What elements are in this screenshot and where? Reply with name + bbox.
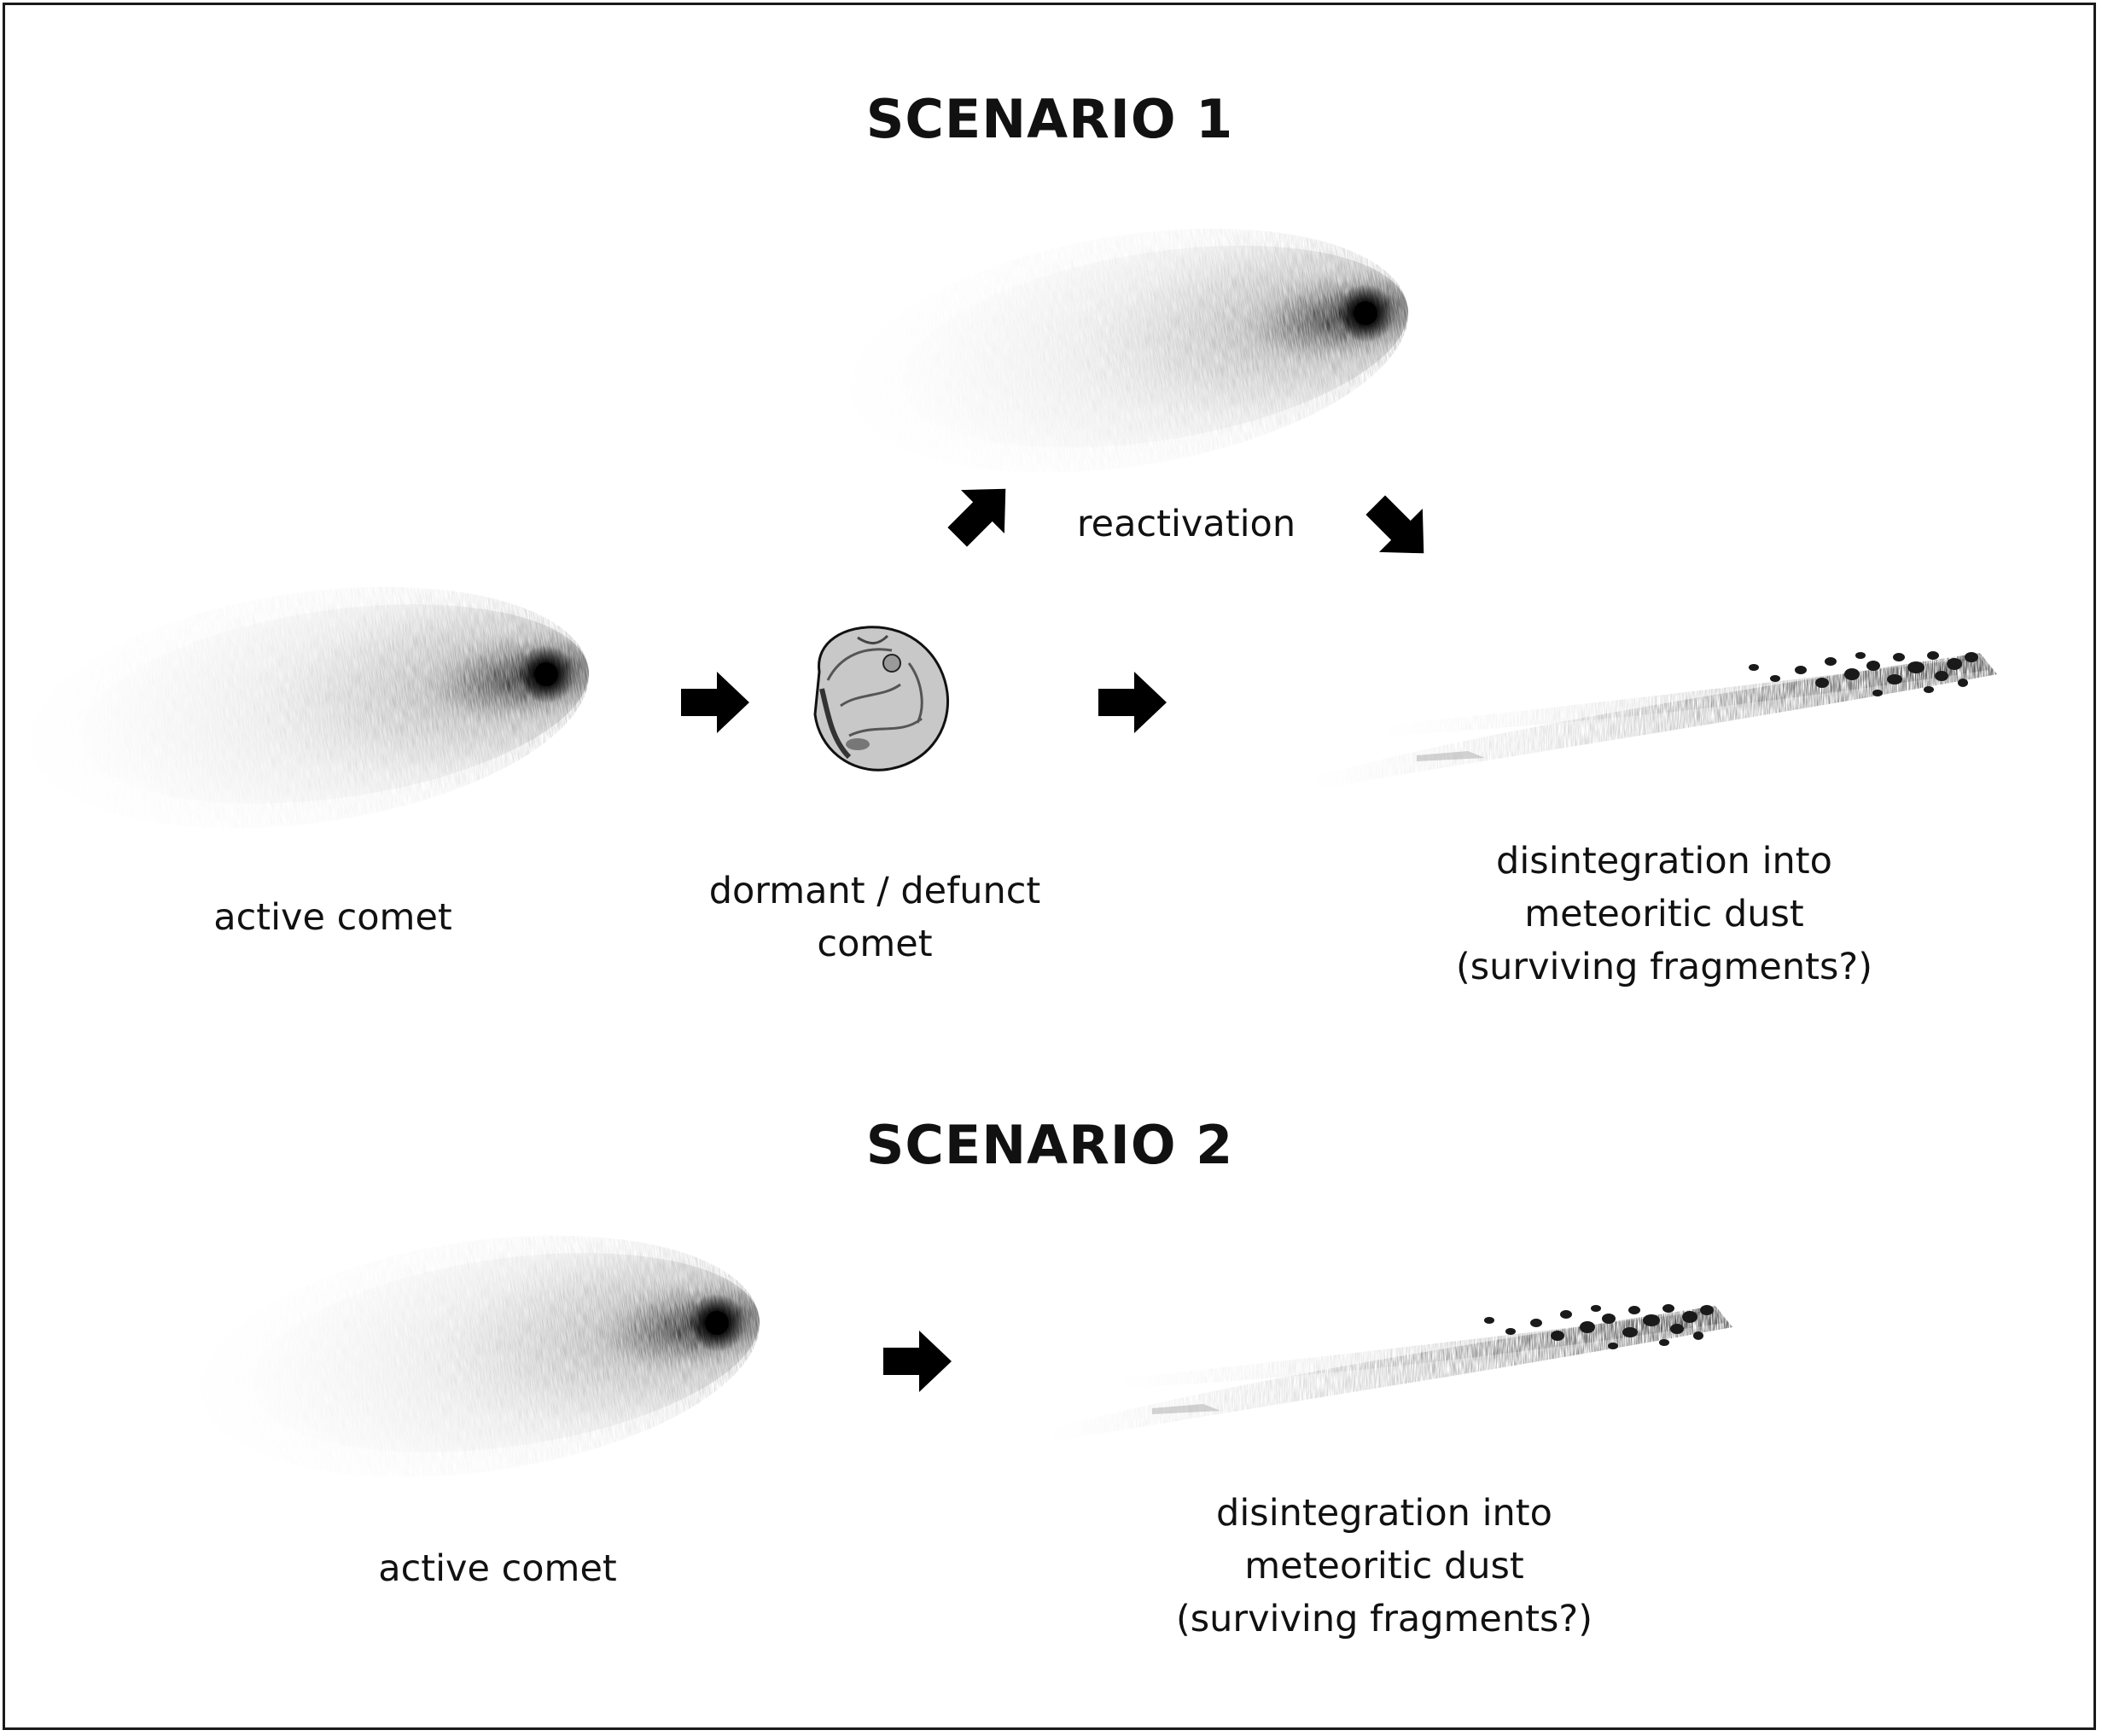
dormant-label-line-1: dormant / defunct bbox=[708, 870, 1041, 912]
disintegration-label-2-line-3: (surviving fragments?) bbox=[1175, 1598, 1593, 1640]
disintegration-label-line-2: meteoritic dust bbox=[1524, 893, 1804, 935]
dormant-label-line-2: comet bbox=[817, 923, 933, 965]
arrow-right-icon bbox=[1098, 672, 1167, 733]
dormant-comet-label: dormant / defunct comet bbox=[657, 865, 1092, 970]
meteoritic-dust-icon bbox=[1050, 1304, 1732, 1442]
active-comet-icon bbox=[15, 554, 604, 860]
disintegration-label-line-1: disintegration into bbox=[1496, 840, 1832, 883]
disintegration-label-2-line-2: meteoritic dust bbox=[1244, 1545, 1524, 1587]
disintegration-label: disintegration into meteoritic dust (sur… bbox=[1383, 835, 1946, 993]
disintegration-label-line-3: (surviving fragments?) bbox=[1455, 946, 1873, 988]
arrow-right-icon bbox=[883, 1331, 952, 1392]
disintegration-label-2-line-1: disintegration into bbox=[1216, 1492, 1552, 1535]
scenario-1-heading: SCENARIO 1 bbox=[865, 88, 1234, 150]
scenario-2-heading: SCENARIO 2 bbox=[865, 1114, 1234, 1176]
comet-nucleus-icon bbox=[813, 626, 950, 772]
reactivation-label: reactivation bbox=[1076, 503, 1296, 545]
arrow-right-icon bbox=[681, 672, 749, 733]
active-comet-label-2: active comet bbox=[378, 1547, 617, 1590]
active-comet-label: active comet bbox=[213, 896, 452, 939]
meteoritic-dust-icon bbox=[1314, 651, 1997, 789]
active-comet-icon bbox=[185, 1203, 775, 1509]
disintegration-label-2: disintegration into meteoritic dust (sur… bbox=[1103, 1487, 1666, 1646]
reactivated-comet-icon bbox=[833, 193, 1425, 509]
